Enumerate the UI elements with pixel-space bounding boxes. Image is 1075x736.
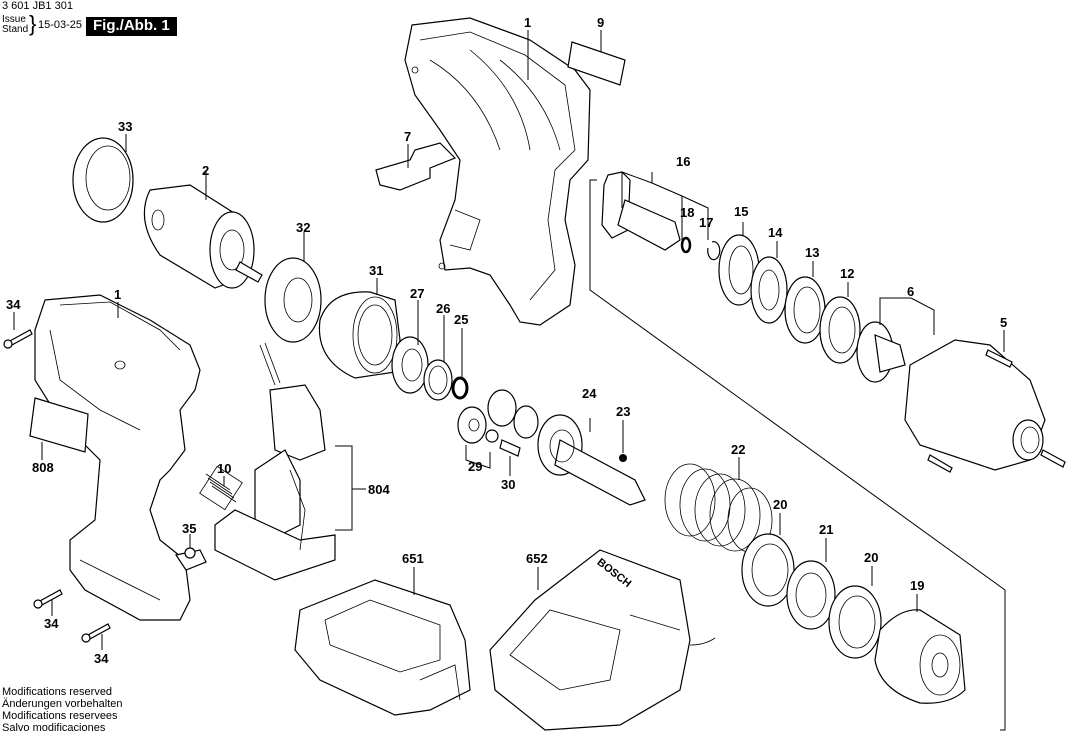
callout-1-housing-left: 1	[114, 287, 121, 302]
callout-21: 21	[819, 522, 833, 537]
switch-804[interactable]	[214, 342, 336, 581]
washer-12[interactable]	[819, 296, 861, 364]
battery-651[interactable]	[294, 579, 471, 716]
callout-1-housing-right: 1	[524, 15, 531, 30]
callout-804: 804	[368, 482, 390, 497]
callout-9: 9	[597, 15, 604, 30]
callout-15: 15	[734, 204, 748, 219]
charger-652[interactable]: BOSCH	[489, 549, 716, 731]
callout-33: 33	[118, 119, 132, 134]
brace-symbol: }	[29, 11, 37, 36]
callout-29: 29	[468, 459, 482, 474]
issue-label: Issue Stand	[2, 15, 28, 35]
callout-12: 12	[840, 266, 854, 281]
callout-18: 18	[680, 205, 694, 220]
label-808[interactable]	[29, 397, 89, 453]
callout-30: 30	[501, 477, 515, 492]
callout-23: 23	[616, 404, 630, 419]
modifications-notice: Modifications reserved Änderungen vorbeh…	[2, 686, 122, 734]
needle-bearing-14[interactable]	[750, 256, 788, 324]
screw-34-top[interactable]	[3, 329, 33, 349]
washer-26[interactable]	[423, 359, 453, 401]
hammer-case-6[interactable]	[856, 321, 1046, 471]
housing-left-half[interactable]	[34, 294, 201, 621]
callout-26: 26	[436, 301, 450, 316]
notice-fr: Modifications reservees	[2, 710, 118, 722]
housing-right-half[interactable]	[404, 17, 591, 326]
callout-31: 31	[369, 263, 383, 278]
document-code: 3 601 JB1 301	[2, 0, 73, 12]
thrust-bearing-21[interactable]	[786, 560, 836, 630]
callout-27: 27	[410, 286, 424, 301]
callout-6: 6	[907, 284, 914, 299]
bearing-cover-32[interactable]	[264, 257, 322, 343]
callout-20-a: 20	[773, 497, 787, 512]
notice-es: Salvo modificaciones	[2, 722, 106, 734]
callout-7: 7	[404, 129, 411, 144]
circlip-17[interactable]	[707, 241, 721, 261]
callout-34-mid: 34	[44, 616, 59, 631]
washer-20-b[interactable]	[828, 585, 882, 659]
screw-34-mid[interactable]	[33, 589, 63, 609]
rubber-ring-33[interactable]	[72, 137, 134, 223]
o-ring-25[interactable]	[451, 376, 469, 400]
callout-34-top: 34	[6, 297, 21, 312]
callout-16: 16	[676, 154, 690, 169]
callout-34-bottom: 34	[94, 651, 109, 666]
screw-34-bottom[interactable]	[81, 623, 111, 643]
callout-10: 10	[217, 461, 231, 476]
planet-gears-29[interactable]	[457, 389, 539, 444]
switch-lever-7[interactable]	[375, 142, 457, 191]
callout-2: 2	[202, 163, 209, 178]
callout-5: 5	[1000, 315, 1007, 330]
ball-bearing-27[interactable]	[391, 336, 429, 394]
assembly-guide-line	[589, 179, 1006, 731]
callout-652: 652	[526, 551, 548, 566]
callout-32: 32	[296, 220, 310, 235]
pin-30[interactable]	[499, 439, 521, 457]
callout-651: 651	[402, 551, 424, 566]
washer-15[interactable]	[718, 234, 760, 306]
callout-13: 13	[805, 245, 819, 260]
ring-gear-31[interactable]	[318, 291, 401, 379]
notice-de: Änderungen vorbehalten	[2, 698, 123, 710]
spindle-24[interactable]	[537, 414, 646, 506]
leader-lines	[13, 30, 1005, 650]
screws-5[interactable]	[927, 349, 1066, 473]
motor-2[interactable]	[143, 184, 263, 289]
callout-20-b: 20	[864, 550, 878, 565]
callout-35: 35	[182, 521, 196, 536]
callout-22: 22	[731, 442, 745, 457]
issue-date: 15-03-25	[38, 19, 83, 31]
callout-17: 17	[699, 215, 713, 230]
nameplate-9[interactable]	[567, 41, 626, 86]
callouts: 1 9 7 33 2 32 34 1 808 10 804 35 34 34 3…	[6, 15, 1007, 666]
washer-13[interactable]	[784, 276, 826, 344]
anvil-16[interactable]	[601, 171, 681, 251]
callout-19: 19	[910, 578, 924, 593]
callout-24: 24	[582, 386, 597, 401]
hammer-19[interactable]	[874, 609, 966, 704]
issue-label-en: Issue	[2, 14, 26, 25]
issue-label-de: Stand	[2, 24, 29, 35]
callout-14: 14	[768, 225, 783, 240]
ball-23[interactable]	[619, 454, 627, 462]
figure-label: Fig./Abb. 1	[86, 17, 177, 36]
spring-10[interactable]	[199, 465, 243, 511]
callout-25: 25	[454, 312, 468, 327]
o-ring-18[interactable]	[680, 236, 692, 254]
callout-808: 808	[32, 460, 54, 475]
notice-en: Modifications reserved	[2, 686, 113, 698]
washer-20-a[interactable]	[741, 533, 795, 607]
